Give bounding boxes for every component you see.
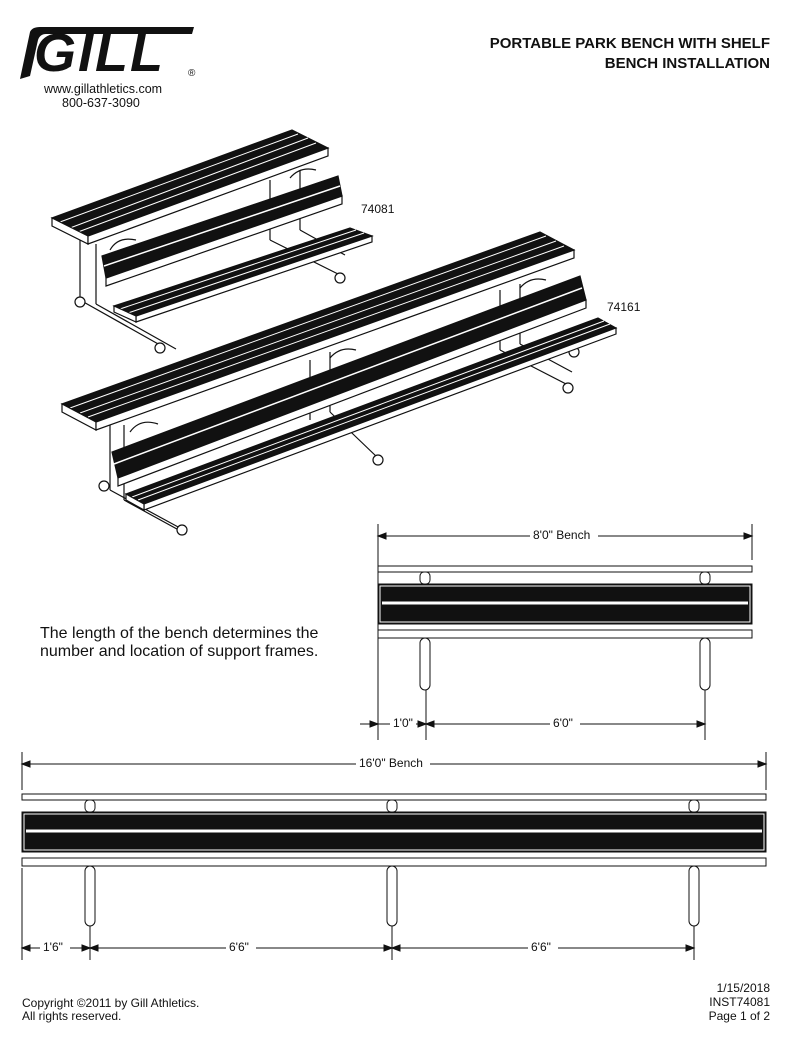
dim-16ft-overall: 16'0" Bench bbox=[356, 756, 426, 770]
dim-8ft-left: 1'0" bbox=[390, 716, 416, 730]
note-line1: The length of the bench determines the bbox=[40, 625, 319, 642]
registered-mark: ® bbox=[188, 68, 196, 79]
model-label-74081: 74081 bbox=[361, 202, 395, 216]
diagram-16ft-drawing bbox=[20, 752, 768, 960]
note-line2: number and location of support frames. bbox=[40, 643, 319, 660]
model-label-74161: 74161 bbox=[607, 300, 641, 314]
dim-16ft-span1: 6'6" bbox=[226, 940, 252, 954]
dim-16ft-span2: 6'6" bbox=[528, 940, 554, 954]
bench-74081-drawing bbox=[50, 129, 374, 354]
page-title-line1: PORTABLE PARK BENCH WITH SHELF bbox=[489, 35, 770, 52]
phone-text: 800-637-3090 bbox=[62, 96, 140, 110]
dim-8ft-span: 6'0" bbox=[550, 716, 576, 730]
page-title-line2: BENCH INSTALLATION bbox=[604, 55, 770, 72]
page-number-text: Page 1 of 2 bbox=[708, 1009, 770, 1023]
logo-wordmark: GILL bbox=[34, 23, 165, 83]
dim-8ft-overall: 8'0" Bench bbox=[530, 528, 594, 542]
logo-swoosh-icon bbox=[20, 27, 194, 79]
dim-16ft-left: 1'6" bbox=[40, 940, 66, 954]
copyright-text: Copyright ©2011 by Gill Athletics. bbox=[22, 996, 200, 1010]
diagram-8ft-drawing bbox=[360, 524, 754, 740]
website-text: www.gillathletics.com bbox=[44, 82, 163, 96]
date-text: 1/15/2018 bbox=[716, 981, 770, 995]
doc-id-text: INST74081 bbox=[709, 995, 770, 1009]
bench-74161-drawing bbox=[60, 231, 618, 536]
rights-text: All rights reserved. bbox=[22, 1009, 122, 1023]
gill-logo: GILL ® bbox=[16, 24, 196, 82]
